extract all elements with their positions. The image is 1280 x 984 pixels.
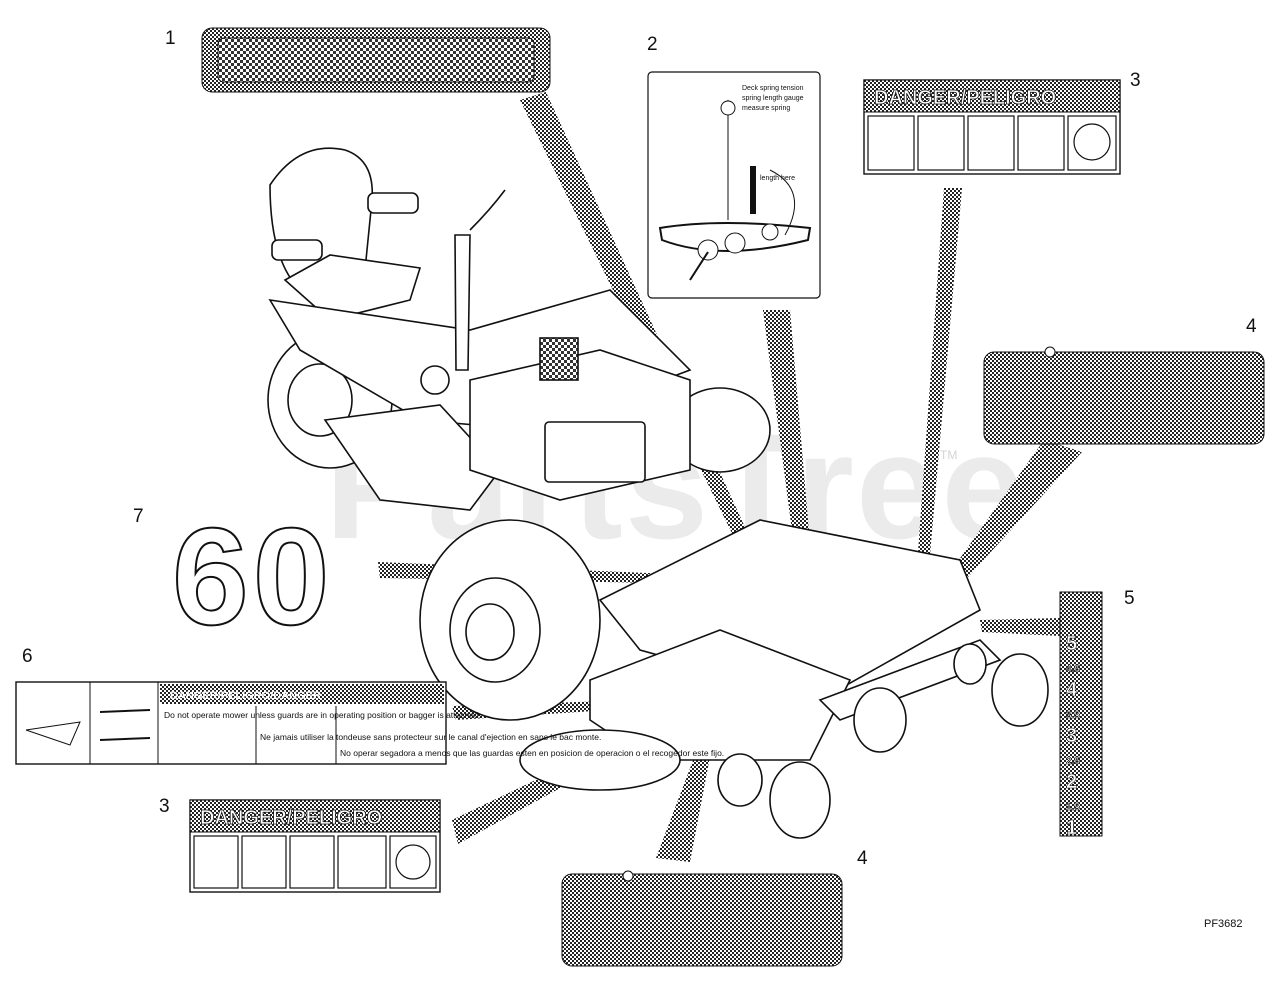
decal-6-col-2-text: Ne jamais utiliser la tondeuse sans prot… xyxy=(260,732,601,742)
decal-2-line-3: measure spring xyxy=(742,105,790,112)
callout-4-bottom: 4 xyxy=(857,848,868,869)
decal-4-bottom xyxy=(561,870,843,967)
decal-3-danger-bottom xyxy=(189,799,441,893)
decal-2-line-2: spring length gauge xyxy=(742,95,804,102)
decal-5-height-scale xyxy=(1059,591,1103,837)
decal-7-size-number: 60 xyxy=(171,499,334,655)
watermark-mark: TM xyxy=(940,448,958,462)
callout-7: 7 xyxy=(133,506,144,527)
decal-7-number-text: 60 xyxy=(172,500,334,654)
decal-2-spring-tension xyxy=(647,71,821,299)
scale-2-5: 2.5 xyxy=(1066,756,1080,767)
scale-3: 3 xyxy=(1066,725,1077,747)
callout-2: 2 xyxy=(647,34,658,55)
decal-2-line-1: Deck spring tension xyxy=(742,85,804,92)
scale-2: 2 xyxy=(1066,771,1077,793)
mower-body xyxy=(267,147,1049,839)
callout-5: 5 xyxy=(1124,588,1135,609)
scale-3-5: 3.5 xyxy=(1066,710,1080,721)
scale-5: 5 xyxy=(1066,633,1077,655)
callout-6: 6 xyxy=(22,646,33,667)
decal-6-col-2: Ne jamais utiliser la tondeuse sans prot… xyxy=(260,732,601,742)
decal-6-col-1: Do not operate mower unless guards are i… xyxy=(164,710,481,720)
decal-6-col-1-text: Do not operate mower unless guards are i… xyxy=(164,710,481,720)
decal-6-col-3-text: No operar segadora a menos que las guard… xyxy=(340,748,724,758)
reference-code: PF3682 xyxy=(1204,918,1243,930)
callout-4-right: 4 xyxy=(1246,316,1257,337)
decal-4-right xyxy=(983,346,1265,445)
decal-6-guard-warning xyxy=(15,681,447,765)
decal-3-top-header: DANGER/PELIGRO xyxy=(874,87,1056,109)
decal-3-danger-top xyxy=(863,79,1121,175)
decal-2-line-4: length here xyxy=(760,175,795,182)
scale-1: 1 xyxy=(1066,817,1077,839)
decal-1-brand-logo xyxy=(201,27,551,93)
decal-3-bottom-header: DANGER/PELIGRO xyxy=(200,807,382,829)
decal-5-scale-labels: 5 4.5 4 3.5 3 2.5 2 1.5 1 xyxy=(1066,633,1081,840)
scale-4: 4 xyxy=(1066,679,1078,701)
decal-6-col-3: No operar segadora a menos que las guard… xyxy=(340,748,724,758)
callout-3-bottom: 3 xyxy=(159,796,170,817)
callout-3-top: 3 xyxy=(1130,70,1141,91)
scale-1-5: 1.5 xyxy=(1066,802,1080,813)
scale-4-5: 4.5 xyxy=(1066,664,1080,675)
callout-1: 1 xyxy=(165,28,176,49)
decal-6-header: DANGER/PELIGRO/DANGER xyxy=(170,690,321,702)
